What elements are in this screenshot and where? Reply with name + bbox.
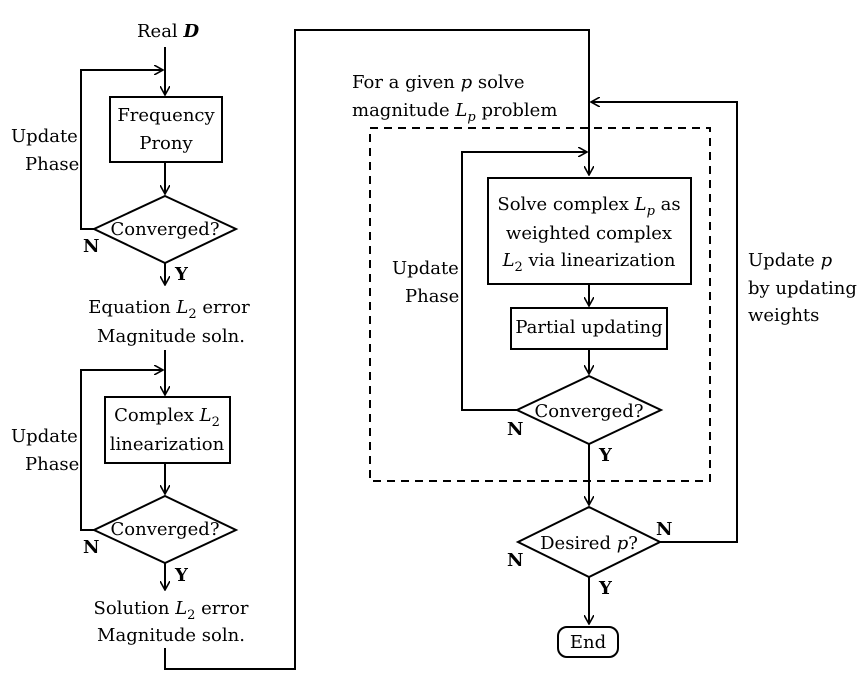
end-terminal [557,626,619,658]
region-label-line1: For a given p solve [352,72,524,93]
complex-l2-line1: Complex L2 [114,405,220,430]
no-label-4b: N [507,550,523,571]
no-label-4a: N [656,519,672,540]
equation-l2-error-label: Equation L2 error [88,297,250,322]
complex-l2-line2: linearization [110,434,225,455]
magnitude-soln-label-2: Magnitude soln. [97,625,245,646]
update-phase-3-line2: Phase [405,286,459,307]
connector-left-to-right [164,29,589,670]
loop-update-phase-1 [80,70,163,230]
update-phase-1-line1: Update [11,126,78,147]
update-phase-2-line2: Phase [25,454,79,475]
update-p-line1: Update p [748,250,833,271]
yes-label-1: Y [174,264,189,285]
converged-label-1: Converged? [111,219,220,240]
converged-label-2: Converged? [111,519,220,540]
loop-update-p [591,102,738,543]
start-label: Real D [137,21,199,42]
desired-p-label: Desired p? [540,533,638,554]
converged-label-3: Converged? [535,401,644,422]
magnitude-soln-label-1: Magnitude soln. [97,326,245,347]
solve-complex-line2: weighted complex [506,223,672,244]
update-p-line3: weights [748,305,819,326]
partial-updating-label: Partial updating [515,317,662,338]
no-label-3: N [507,419,523,440]
region-label-line2: magnitude Lp problem [352,100,557,125]
complex-l2-linearization-box [104,396,231,464]
solve-complex-line3: L2 via linearization [502,250,676,275]
lp-problem-region [369,127,711,482]
no-label-2: N [83,537,99,558]
loop-update-phase-3 [461,152,587,411]
solve-complex-line1: Solve complex Lp as [497,194,680,219]
frequency-prony-line2: Prony [139,133,193,154]
update-p-line2: by updating [748,278,857,299]
frequency-prony-line1: Frequency [117,105,215,126]
update-phase-3-line1: Update [392,258,459,279]
yes-label-4: Y [598,578,613,599]
update-phase-1-line2: Phase [25,154,79,175]
solution-l2-error-label: Solution L2 error [94,598,249,623]
yes-label-3: Y [598,445,613,466]
loop-update-phase-2 [80,370,163,531]
yes-label-2: Y [174,565,189,586]
end-label: End [570,632,606,653]
update-phase-2-line1: Update [11,426,78,447]
no-label-1: N [83,236,99,257]
